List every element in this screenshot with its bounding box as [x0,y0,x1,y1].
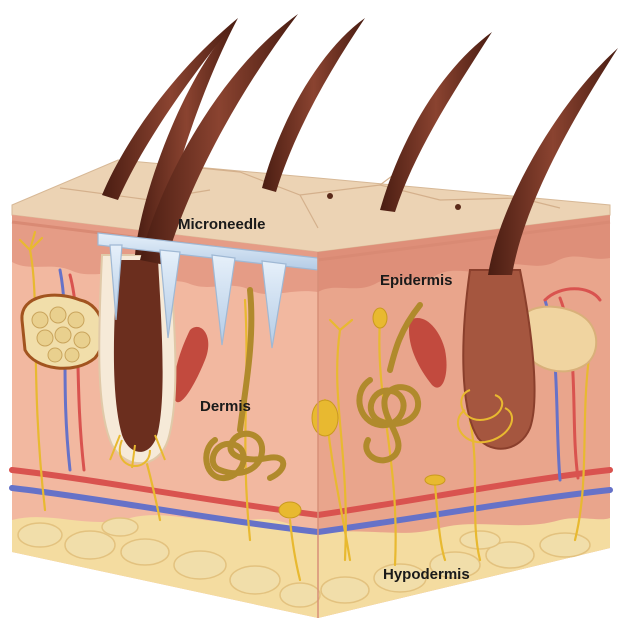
microneedle-label: Microneedle [178,216,266,233]
dermis-label: Dermis [200,398,251,415]
sebaceous-gland-left [22,295,104,368]
skin-pore [455,204,461,210]
skin-pore [327,193,333,199]
epidermis-label: Epidermis [380,272,453,289]
hypodermis-label: Hypodermis [383,566,470,583]
hair-shaft [380,32,492,212]
